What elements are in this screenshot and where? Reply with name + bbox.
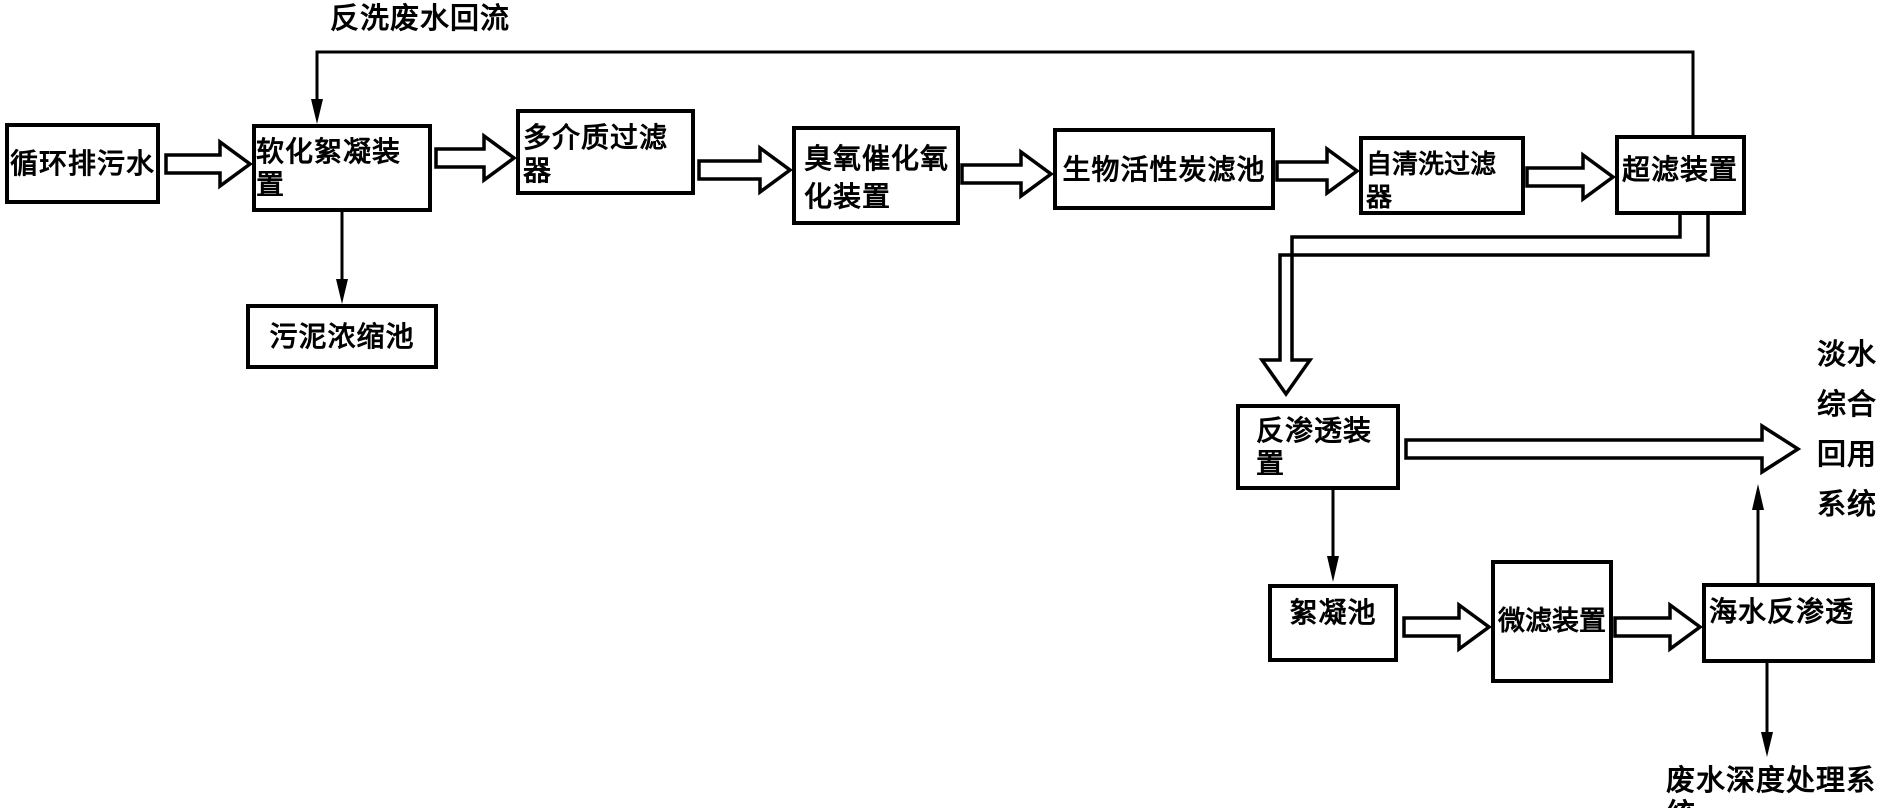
backwash-return-arrowhead [311, 99, 323, 124]
node-softening-flocculation: 软化絮凝装置 [252, 124, 432, 212]
sludge-arrow [336, 212, 348, 304]
wastewater-treatment-system-label: 废水深度处理系统 [1666, 765, 1877, 808]
flow-arrow-softening-to-multimedia [434, 132, 517, 184]
node-circulating-blowdown: 循环排污水 [5, 123, 160, 204]
flow-arrow-selfcleaning-to-uf [1525, 151, 1616, 203]
node-ozone-catalytic-oxidation: 臭氧催化氧 化装置 [792, 126, 960, 225]
node-microfiltration: 微滤装置 [1491, 560, 1613, 683]
flow-arrow-blowdown-to-softening [164, 138, 253, 190]
flow-arrow-multimedia-to-ozone [697, 144, 793, 196]
swro-to-reuse-arrow [1752, 484, 1764, 583]
node-self-cleaning-filter: 自清洗过滤器 [1359, 136, 1525, 215]
freshwater-reuse-system-label: 淡水 综合 回用 系统 [1816, 339, 1877, 521]
node-ultrafiltration: 超滤装置 [1615, 135, 1746, 215]
node-sludge-thickener: 污泥浓缩池 [246, 304, 438, 369]
flow-arrow-ro-to-reuse [1404, 422, 1802, 476]
backwash-return-label: 反洗废水回流 [330, 3, 511, 35]
node-multimedia-filter: 多介质过滤器 [516, 109, 695, 195]
node-flocculation-tank: 絮凝池 [1268, 584, 1398, 662]
ro-to-flocculation-arrow [1327, 490, 1339, 582]
flow-arrow-floctank-to-mf [1402, 601, 1492, 653]
swro-to-wastewater-arrow [1761, 663, 1773, 757]
flow-arrow-mf-to-swro [1613, 601, 1703, 653]
backwash-return-line [311, 50, 1695, 135]
flow-arrow-ozone-to-bac [960, 148, 1054, 200]
flow-arrow-bac-to-selfcleaning [1275, 145, 1360, 197]
uf-to-ro-channel [1258, 211, 1710, 398]
node-reverse-osmosis: 反渗透装置 [1236, 404, 1400, 490]
node-seawater-reverse-osmosis: 海水反渗透 [1702, 583, 1875, 663]
node-bio-activated-carbon-filter: 生物活性炭滤池 [1053, 128, 1275, 210]
